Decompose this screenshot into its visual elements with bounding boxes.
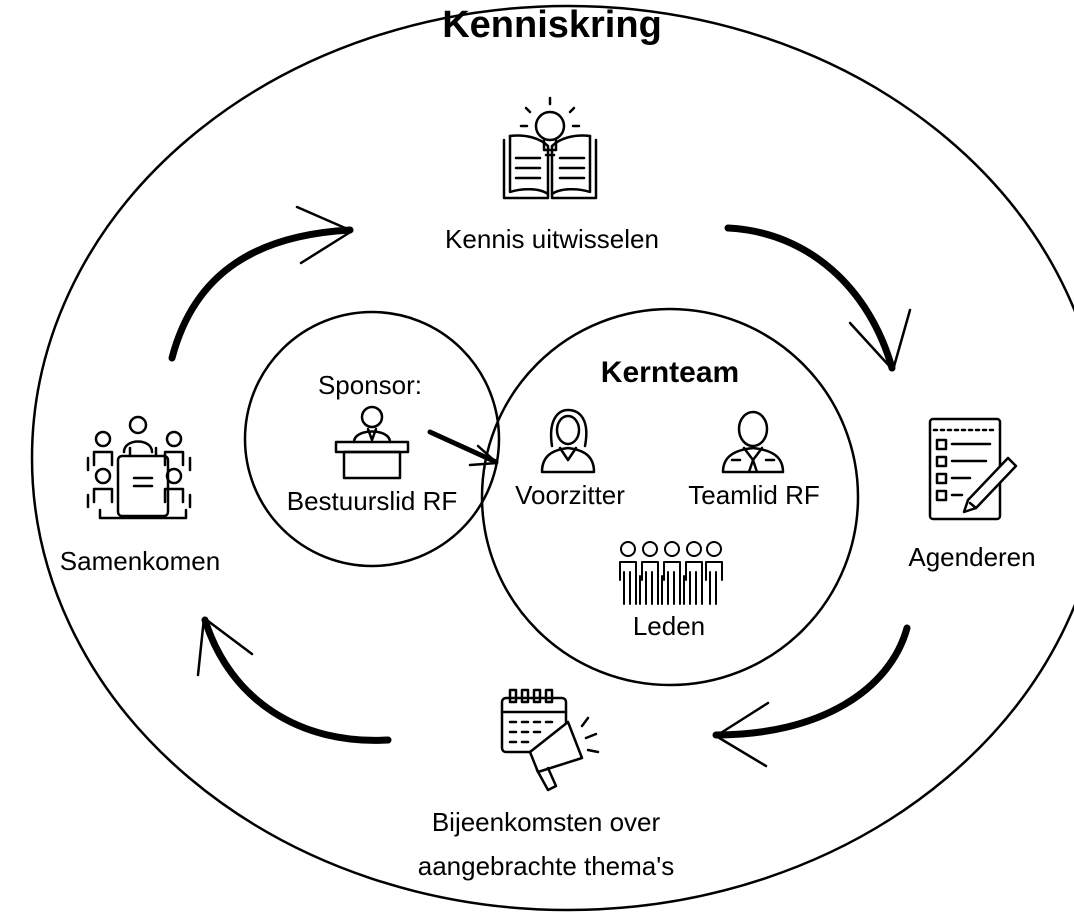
crowd-icon [619,541,723,605]
businessman-icon [721,410,785,474]
core-member-teamlid: Teamlid RF [688,480,820,510]
core-member-leden: Leden [632,611,706,641]
core-team-circle [480,307,860,687]
sponsor-to-core-arrow [427,429,499,467]
cycle-arrow-bottom-right [712,624,911,768]
speaker-podium-icon [334,405,410,480]
stage-label-bottom-line1: Bijeenkomsten over [431,807,661,837]
calendar-megaphone-icon [500,688,600,792]
core-team-title: Kernteam [600,356,740,389]
core-member-voorzitter: Voorzitter [515,480,625,510]
diagram-title: Kenniskring [442,4,662,46]
stage-label-right: Agenderen [908,542,1036,572]
stage-label-top: Kennis uitwisselen [445,224,659,254]
stage-label-left: Samenkomen [59,546,221,576]
sponsor-role: Bestuurslid RF [286,486,458,516]
sponsor-heading: Sponsor: [317,370,423,400]
outer-ellipse [30,4,1074,912]
cycle-arrow-bottom-left [196,616,392,744]
checklist-pencil-icon [928,417,1018,521]
cycle-arrow-top-left [168,205,354,362]
cycle-arrow-top-right [724,224,912,372]
stage-label-bottom-line2: aangebrachte thema's [417,851,675,881]
woman-icon [540,408,596,474]
meeting-table-icon [86,415,192,520]
book-lightbulb-icon [502,96,598,200]
stage-label-bottom: Bijeenkomsten over aangebrachte thema's [418,800,674,888]
sponsor-circle [243,310,501,568]
